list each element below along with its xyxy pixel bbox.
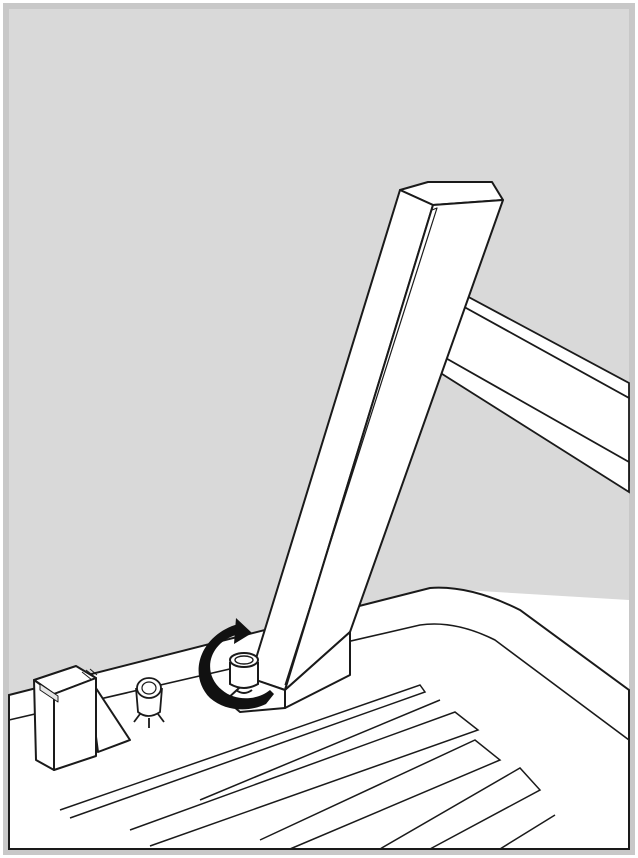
adjustment-knob: [230, 653, 258, 693]
